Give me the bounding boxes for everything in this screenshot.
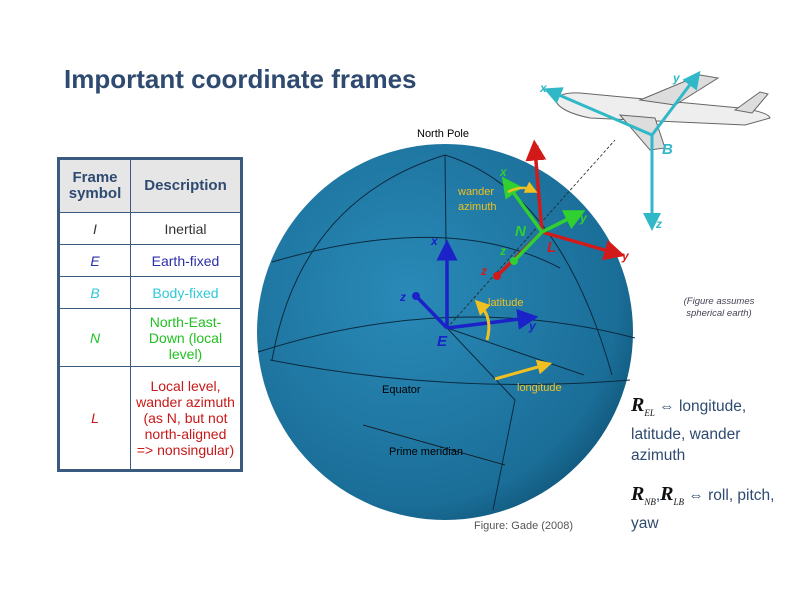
R-subscript-2: LB — [673, 497, 685, 507]
prime-meridian-label: Prime meridian — [389, 446, 463, 458]
header-description: Description — [130, 158, 242, 213]
globe — [257, 144, 633, 520]
L-x-label: x — [531, 141, 540, 155]
figure-caption: Figure: Gade (2008) — [474, 520, 573, 532]
symbol-E: E — [58, 244, 131, 277]
R-subscript: EL — [644, 408, 655, 418]
rotation-NB-LB-text: RNB,RLB ⇔ roll, pitch, yaw — [631, 483, 775, 533]
desc-L: Local level, wander azimuth (as N, but n… — [130, 366, 242, 471]
wander-label: wander — [457, 186, 494, 198]
header-symbol: Frame symbol — [58, 158, 131, 213]
R-symbol-2: R — [660, 483, 674, 505]
L-y-label: y — [621, 249, 630, 263]
R-subscript-1: NB — [644, 497, 656, 507]
N-z-label: z — [499, 244, 506, 258]
B-z-label: z — [655, 217, 662, 231]
symbol-L: L — [58, 366, 131, 471]
rel2-text: ⇔ roll, pitch, yaw — [631, 487, 775, 532]
airplane-illustration — [554, 74, 771, 151]
equator-label: Equator — [382, 384, 421, 396]
spherical-earth-note: (Figure assumes spherical earth) — [683, 296, 755, 319]
desc-I: Inertial — [130, 212, 242, 245]
slide-title: Important coordinate frames — [64, 64, 417, 94]
symbol-N: N — [58, 308, 131, 367]
B-x-label: x — [539, 81, 548, 95]
B-frame-label: B — [662, 141, 673, 158]
R-symbol-1: R — [631, 483, 645, 505]
north-pole-label: North Pole — [417, 128, 469, 140]
rel1-text: ⇔ longitude, latitude, wander azimuth — [631, 398, 747, 464]
N-y-label: y — [579, 211, 588, 225]
latitude-label: latitude — [488, 297, 523, 309]
E-y-label: y — [528, 319, 537, 333]
desc-E: Earth-fixed — [130, 244, 242, 277]
desc-N: North-East-Down (local level) — [130, 308, 242, 367]
L-frame-label: L — [547, 239, 556, 256]
rotation-EL-text: REL ⇔ longitude, latitude, wander azimut… — [631, 395, 796, 466]
N-x-label: x — [499, 165, 508, 179]
azimuth-label: azimuth — [458, 201, 497, 213]
E-frame-label: E — [437, 333, 448, 350]
N-frame-label: N — [515, 223, 527, 240]
E-x-label: x — [430, 234, 439, 248]
longitude-label: longitude — [517, 382, 562, 394]
R-symbol: R — [631, 394, 645, 416]
L-z-label: z — [480, 264, 487, 278]
B-y-label: y — [672, 71, 681, 85]
desc-B: Body-fixed — [130, 276, 242, 309]
E-z-label: z — [399, 290, 406, 304]
